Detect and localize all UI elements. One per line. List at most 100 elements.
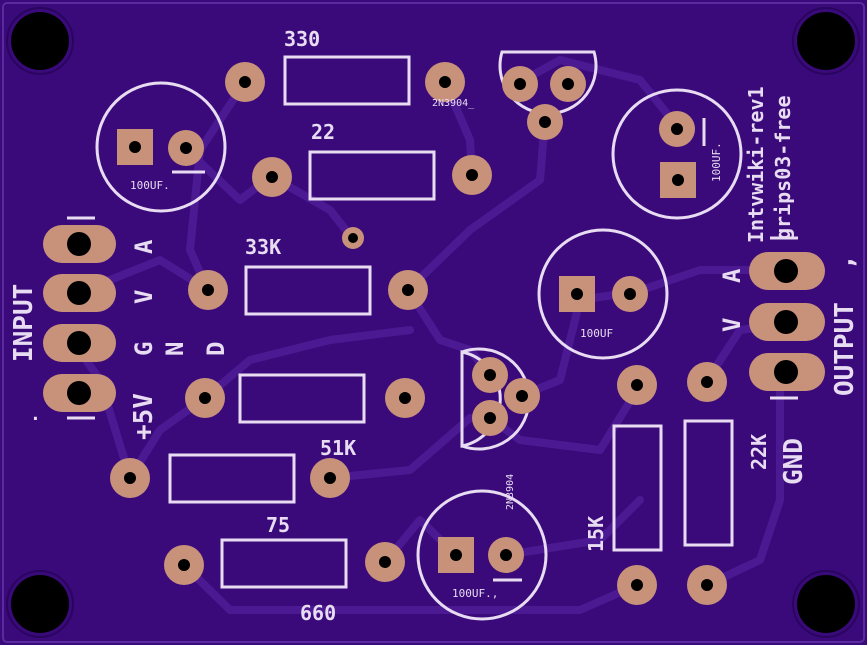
pad-hole (266, 171, 278, 183)
pin-letter-v-in: V (130, 290, 158, 304)
output-label: OUTPUT (830, 302, 860, 396)
silkscreen-outlines (67, 50, 798, 621)
pad-hole (178, 559, 190, 571)
trace (486, 381, 644, 454)
pad-hole (701, 579, 713, 591)
output-suffix: , (830, 254, 860, 270)
supply-label: +5V (129, 393, 159, 440)
via-hole (348, 233, 358, 243)
pad-hole (466, 169, 478, 181)
resistor-label-660: 660 (300, 601, 336, 625)
resistor-body-22k (683, 419, 734, 547)
mounting-hole-center (11, 12, 69, 70)
pad-hole (402, 284, 414, 296)
pad-hole (399, 392, 411, 404)
resistor-label-75: 75 (266, 513, 290, 537)
pin-letter-a-out: A (718, 268, 746, 283)
pin-letter-v-out: V (718, 318, 746, 332)
trace (516, 290, 624, 400)
pad-hole (500, 549, 512, 561)
output-connector (749, 252, 825, 391)
capacitor-label-c2: 100UF. (710, 142, 723, 182)
silkscreen-text: 330 22 33K 51K 75 660 15K 22K 2N3904_ 2N… (9, 27, 860, 625)
trace (516, 56, 684, 134)
pad-hole (624, 288, 636, 300)
pad-hole (671, 123, 683, 135)
trace (268, 173, 356, 242)
resistor-body-330 (283, 55, 411, 106)
pad-hole (239, 76, 251, 88)
pin-letter-a-in: A (130, 239, 158, 254)
resistor-body-51k (168, 453, 296, 504)
mounting-hole-center (797, 575, 855, 633)
capacitor-label-c4: 100UF., (452, 587, 498, 600)
pad-hole (199, 392, 211, 404)
capacitor-outline-c1 (95, 81, 227, 213)
pad-hole (202, 284, 214, 296)
board-title-line1: Intvwiki-rev1 (744, 86, 768, 243)
input-connector (43, 225, 116, 412)
round-pads (110, 62, 727, 605)
capacitor-outline-c3 (537, 228, 669, 360)
resistor-label-330: 330 (284, 27, 320, 51)
input-label: INPUT (9, 284, 39, 362)
square-pads (117, 129, 696, 573)
connector-hole (774, 259, 798, 283)
pad-hole (124, 472, 136, 484)
pin-letter-g: G (130, 342, 158, 356)
pad-hole (631, 379, 643, 391)
capacitor-label-c3: 100UF (580, 327, 613, 340)
trace (404, 116, 549, 294)
resistor-label-22: 22 (311, 120, 335, 144)
pad-hole (539, 116, 551, 128)
pad-hole (180, 142, 192, 154)
gnd-label: GND (779, 438, 809, 485)
pad-hole (450, 549, 462, 561)
connector-hole (67, 381, 91, 405)
capacitor-label-c1: 100UF. (130, 179, 170, 192)
mounting-hole-center (797, 12, 855, 70)
capacitor-outline-c4 (416, 489, 548, 621)
resistor-body-22 (308, 150, 436, 201)
mounting-holes (6, 7, 860, 638)
pad-hole (324, 472, 336, 484)
pad-hole (631, 579, 643, 591)
pin-letter-n: N (161, 342, 189, 356)
input-dot: . (30, 404, 41, 425)
resistor-label-51k: 51K (320, 436, 356, 460)
board-title-line2: grips03-free (771, 96, 795, 241)
resistor-body-15k (612, 424, 663, 552)
connector-hole (67, 281, 91, 305)
pad-hole (439, 76, 451, 88)
resistor-body-75 (220, 538, 348, 589)
resistor-body-33k (244, 265, 372, 316)
transistor-label-q1: 2N3904_ (432, 98, 475, 109)
pad-hole (562, 78, 574, 90)
connector-hole (67, 232, 91, 256)
transistor-label-q2: 2N3904 (505, 474, 516, 510)
pad-hole (672, 174, 684, 186)
resistor-label-15k: 15K (584, 516, 608, 552)
trace (502, 496, 644, 559)
trace (201, 326, 414, 402)
capacitor-outline-c2 (611, 88, 743, 220)
trace (703, 376, 784, 589)
trace (180, 561, 641, 614)
resistor-label-22k: 22K (747, 434, 771, 470)
pad-hole (571, 288, 583, 300)
trace (326, 414, 474, 482)
resistor-label-33k: 33K (245, 235, 281, 259)
pad-hole (701, 376, 713, 388)
pad-hole (516, 390, 528, 402)
pad-hole (129, 141, 141, 153)
pad-hole (379, 556, 391, 568)
connector-hole (67, 331, 91, 355)
pad-hole (484, 412, 496, 424)
pad-hole (514, 78, 526, 90)
connector-hole (774, 310, 798, 334)
pad-hole (484, 369, 496, 381)
connector-hole (774, 360, 798, 384)
resistor-body-51k-top (238, 373, 366, 424)
